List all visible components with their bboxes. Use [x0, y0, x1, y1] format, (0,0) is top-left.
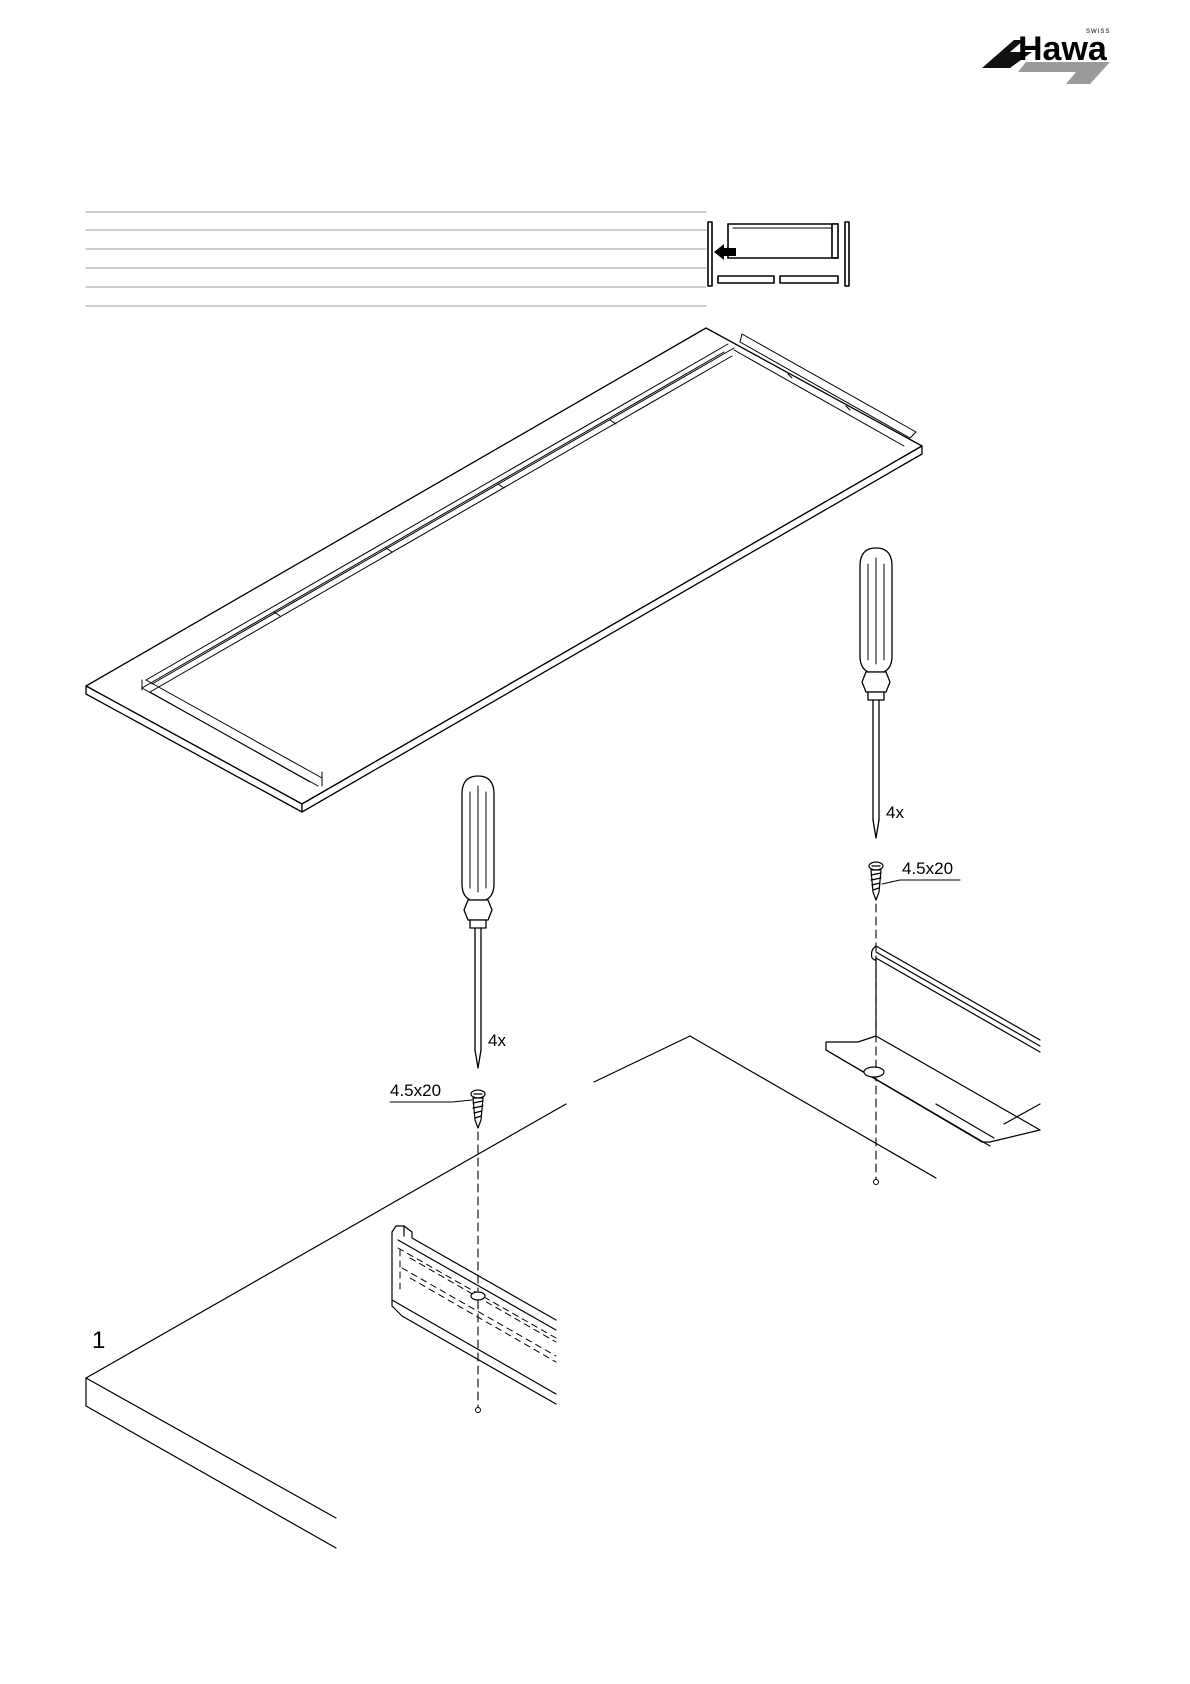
- cabinet-schematic: [708, 222, 849, 286]
- cabinet-side-left: [86, 1104, 566, 1548]
- screwdriver-left: [462, 776, 494, 1068]
- step-number: 1: [92, 1327, 105, 1354]
- quantity-label-left: 4x: [488, 1031, 506, 1050]
- screw-size-callout-right: 4.5x20: [882, 859, 960, 884]
- screw-right: [869, 862, 883, 900]
- rail-profile-right: [826, 946, 1040, 1146]
- quantity-label-right: 4x: [886, 803, 904, 822]
- top-panel: [86, 328, 922, 812]
- brand-logo: Hawa SWISS: [982, 29, 1110, 84]
- screw-size-label-right: 4.5x20: [902, 859, 953, 878]
- logo-wordmark: Hawa: [1018, 30, 1108, 68]
- screwdriver-right: [860, 548, 892, 838]
- cabinet-side-right: [594, 1036, 936, 1178]
- logo-tagline: SWISS: [1086, 29, 1110, 35]
- screw-size-label-left: 4.5x20: [390, 1081, 441, 1100]
- rail-profile-left: [392, 1226, 556, 1404]
- screw-size-callout-left: 4.5x20: [390, 1081, 472, 1102]
- screw-left: [471, 1090, 485, 1128]
- header-rules: [86, 212, 706, 306]
